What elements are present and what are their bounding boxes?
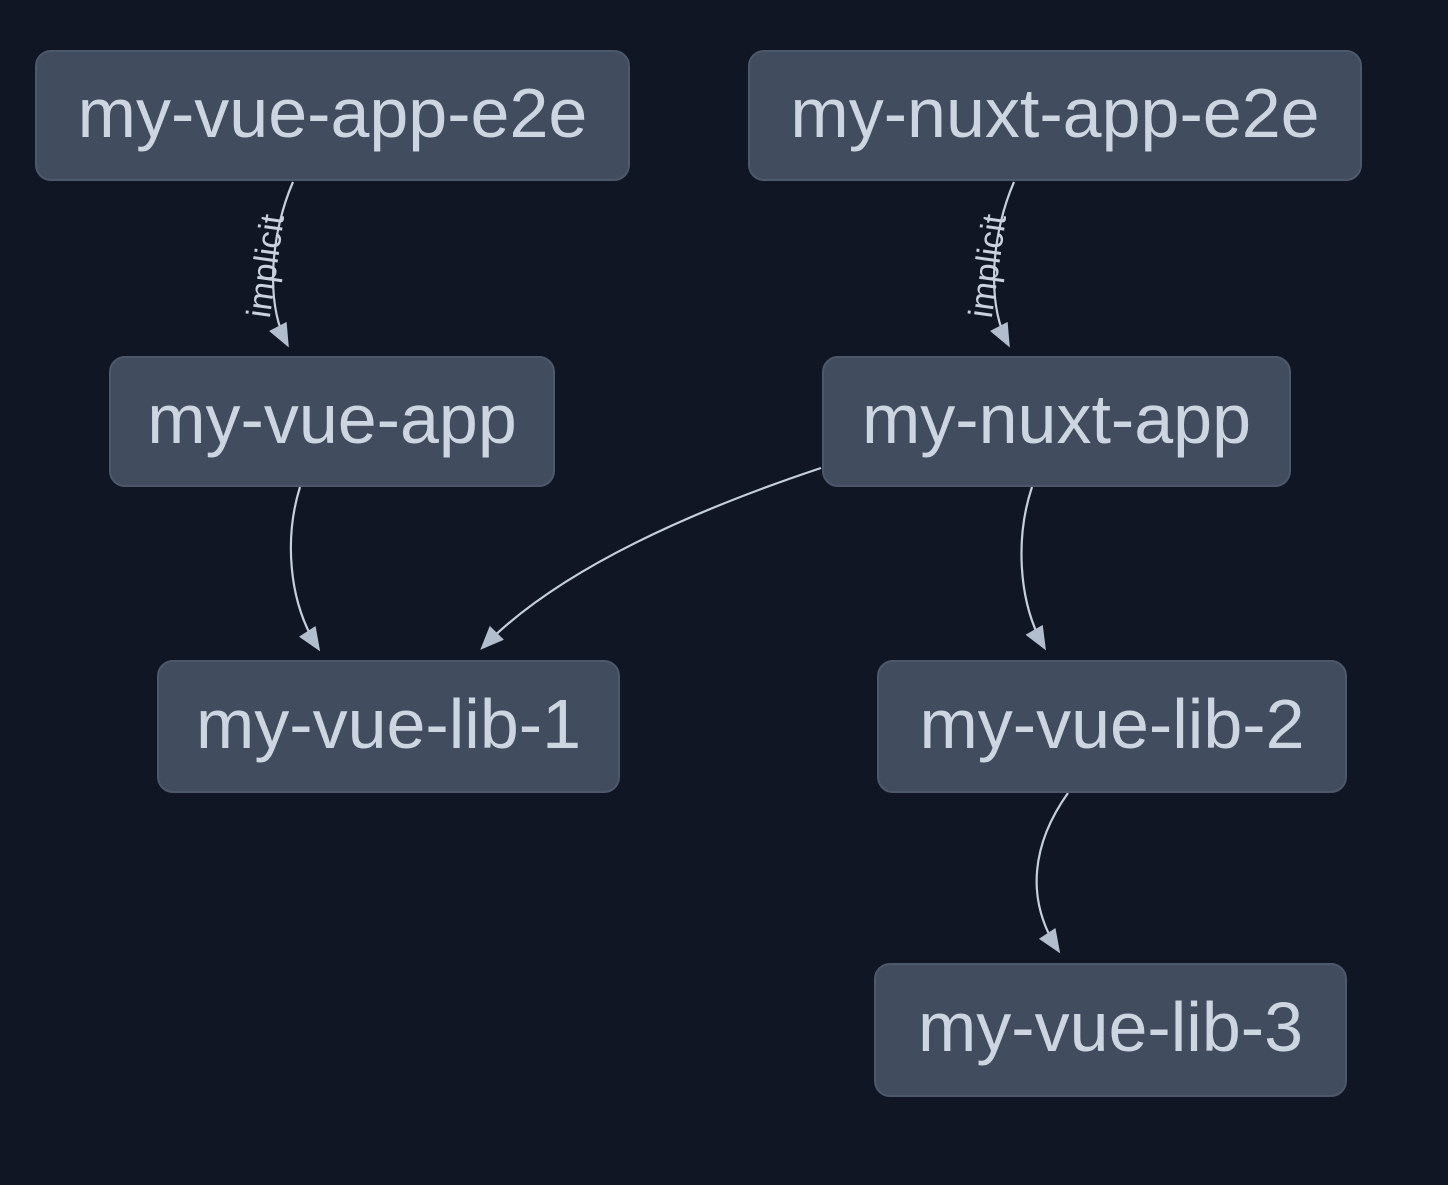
node-my-vue-app[interactable]: my-vue-app	[109, 356, 555, 487]
edge-my-vue-app-e2e-to-my-vue-app[interactable]	[269, 181, 295, 348]
node-my-nuxt-app[interactable]: my-nuxt-app	[822, 356, 1291, 487]
edge-my-nuxt-app-e2e-to-my-nuxt-app[interactable]	[990, 181, 1016, 348]
node-my-vue-app-e2e[interactable]: my-vue-app-e2e	[35, 50, 630, 181]
edge-my-nuxt-app-to-my-vue-lib-1[interactable]	[480, 466, 822, 650]
edge-my-vue-lib-2-to-my-vue-lib-3[interactable]	[1035, 792, 1069, 954]
node-my-nuxt-app-e2e[interactable]: my-nuxt-app-e2e	[748, 50, 1362, 181]
node-my-vue-lib-2[interactable]: my-vue-lib-2	[877, 660, 1347, 793]
edge-my-nuxt-app-to-my-vue-lib-2[interactable]	[1020, 486, 1046, 651]
edge-my-vue-app-to-my-vue-lib-1[interactable]	[289, 486, 321, 652]
node-my-vue-lib-1[interactable]: my-vue-lib-1	[157, 660, 620, 793]
node-my-vue-lib-3[interactable]: my-vue-lib-3	[874, 963, 1347, 1097]
